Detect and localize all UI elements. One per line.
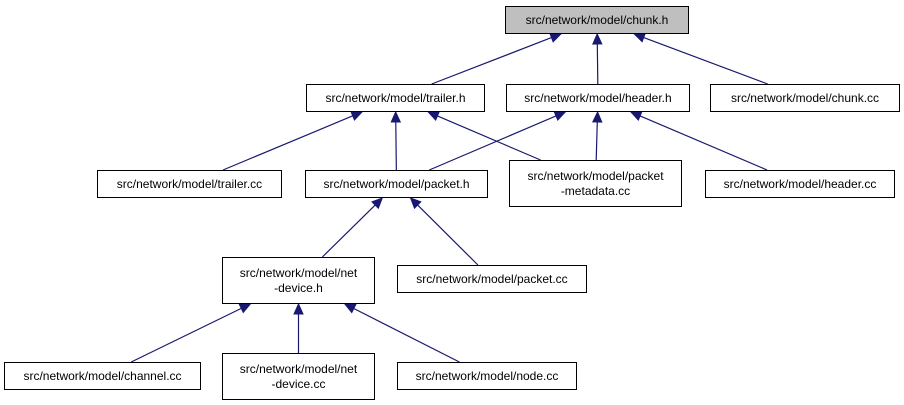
arrowhead [409,197,422,210]
node-label-line-2: -device.cc [271,376,326,391]
arrowhead [350,111,364,121]
node-label-line-2: -device.h [274,280,323,295]
node-label: src/network/model/chunk.cc [730,90,880,105]
node-trailer-cc[interactable]: src/network/model/trailer.cc [97,170,282,198]
arrowhead [390,110,402,123]
edge-line [437,115,541,161]
edge-line [395,121,397,171]
edge-packet_h-to-trailer_h [390,110,402,171]
edge-line [595,121,598,161]
edge-line [321,204,376,258]
node-packet-cc[interactable]: src/network/model/packet.cc [397,265,587,293]
edge-packet_metadata_cc-to-trailer_h [427,111,541,161]
edge-header_h-to-chunk_h [592,32,603,85]
node-label: src/network/model/trailer.h [325,90,466,105]
arrowhead [633,32,647,43]
edge-line [431,37,552,85]
arrowhead [293,302,304,315]
node-packet-h[interactable]: src/network/model/packet.h [305,170,488,198]
arrowhead [343,303,357,314]
arrowhead [553,111,567,121]
node-label: src/network/model/packet.cc [416,271,568,286]
node-label: src/network/model/chunk.h [525,12,669,27]
node-header-h[interactable]: src/network/model/header.h [506,84,690,112]
node-label-line-1: src/network/model/net [239,361,358,376]
node-chunk-cc[interactable]: src/network/model/chunk.cc [710,84,900,112]
edge-line [222,115,353,171]
edge-net_device_cc-to-net_device_h [293,302,304,353]
edge-header_cc-to-header_h [629,111,768,171]
node-label-line-1: src/network/model/net [239,265,358,280]
node-label: src/network/model/channel.cc [23,368,182,383]
node-header-cc[interactable]: src/network/model/header.cc [705,170,895,198]
edge-node_cc-to-net_device_h [343,303,460,363]
node-label: src/network/model/node.cc [415,368,559,383]
node-label: src/network/model/header.h [524,90,672,105]
node-label-line-1: src/network/model/packet [527,168,664,183]
node-label: src/network/model/packet.h [323,176,470,191]
edge-line [596,43,599,85]
node-trailer-h[interactable]: src/network/model/trailer.h [306,84,485,112]
edge-line [130,307,242,363]
arrowhead [629,111,643,121]
node-chunk-h: src/network/model/chunk.h [505,6,689,34]
arrowhead [549,32,562,43]
edge-net_device_h-to-packet_h [321,197,384,258]
edge-trailer_cc-to-trailer_h [222,111,364,171]
edge-trailer_h-to-chunk_h [431,32,562,85]
edge-line [643,36,768,85]
arrowhead [592,110,603,123]
edge-packet_cc-to-packet_h [409,197,479,266]
node-label: src/network/model/header.cc [723,176,877,191]
node-channel-cc[interactable]: src/network/model/channel.cc [4,362,201,390]
node-node-cc[interactable]: src/network/model/node.cc [397,362,577,390]
edge-packet_metadata_cc-to-header_h [592,110,603,161]
edge-chunk_cc-to-chunk_h [633,32,768,85]
arrowhead [238,303,252,314]
node-label: src/network/model/trailer.cc [116,176,263,191]
node-net-device-h[interactable]: src/network/model/net -device.h [222,257,375,304]
edge-channel_cc-to-net_device_h [130,303,252,363]
edge-line [429,115,557,171]
arrowhead [427,111,440,121]
edge-line [417,204,479,266]
node-label-line-2: -metadata.cc [560,183,631,198]
arrowhead [371,197,384,210]
edge-line [353,307,460,363]
edge-line [639,115,768,171]
node-packet-metadata-cc[interactable]: src/network/model/packet -metadata.cc [509,160,682,207]
node-net-device-cc[interactable]: src/network/model/net -device.cc [222,353,375,400]
arrowhead [592,32,603,45]
